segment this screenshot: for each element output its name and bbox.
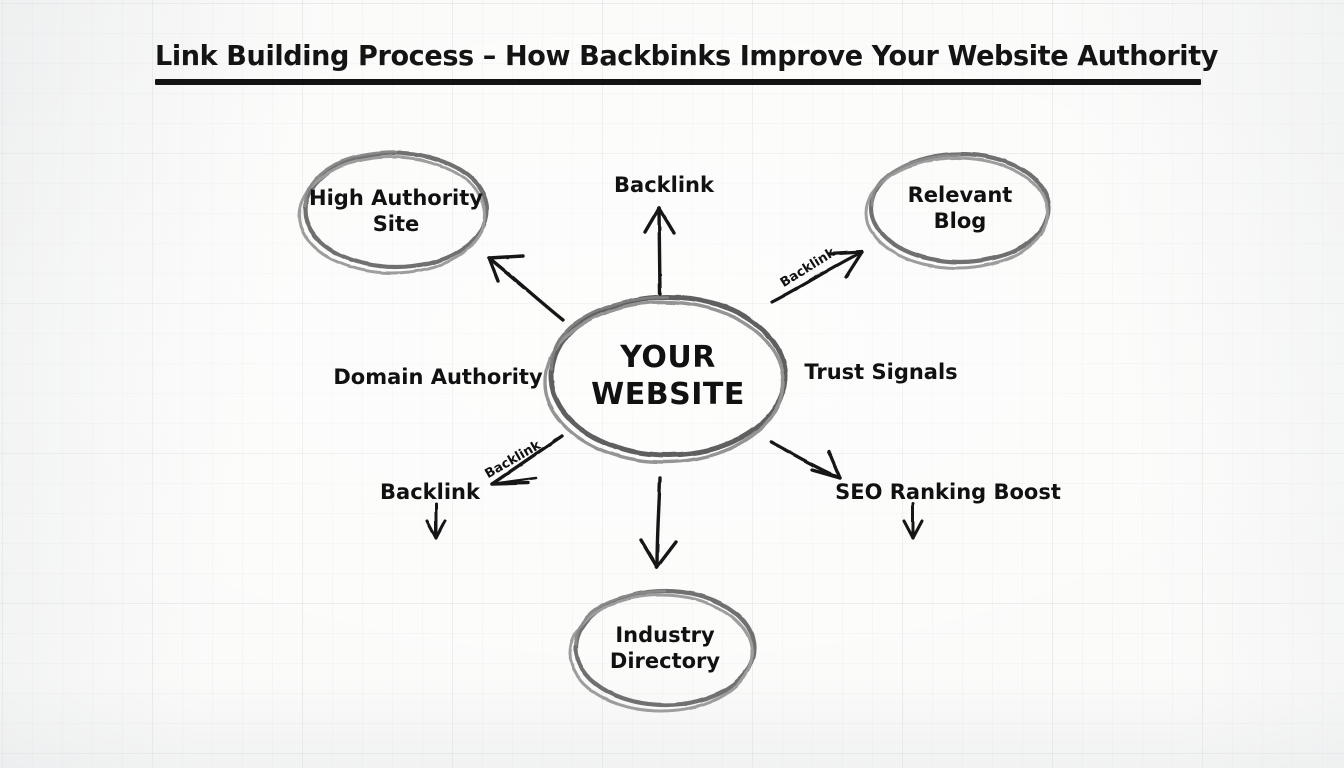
edge-to-seo-ranking-boost bbox=[769, 440, 842, 480]
edge-to-high-authority-site bbox=[487, 254, 565, 322]
edge-label-trust-signals: Trust Signals bbox=[804, 360, 958, 384]
small-arrow-below-seo-ranking-boost bbox=[902, 502, 924, 540]
edge-label-seo-ranking-boost: SEO Ranking Boost bbox=[835, 480, 1061, 504]
title-underline-rule bbox=[155, 79, 1201, 85]
node-hit-relevant-blog[interactable] bbox=[870, 153, 1050, 263]
node-hit-your-website[interactable] bbox=[550, 297, 786, 457]
edge-label-backlink-top: Backlink bbox=[614, 173, 714, 197]
node-relevant-blog[interactable] bbox=[864, 151, 1052, 270]
edge-backlink-up bbox=[643, 206, 676, 296]
node-hit-high-authority-site[interactable] bbox=[304, 152, 488, 268]
edge-label-backlink-left: Backlink bbox=[380, 480, 480, 504]
page-title-block: Link Building Process – How Backbinks Im… bbox=[155, 40, 1219, 85]
edge-backlink-down-left bbox=[490, 434, 564, 486]
edge-to-industry-directory bbox=[639, 476, 678, 569]
node-high-authority-site[interactable] bbox=[297, 150, 490, 275]
small-arrow-below-backlink-left bbox=[425, 502, 447, 540]
edge-label-domain-authority: Domain Authority bbox=[333, 365, 543, 389]
edge-to-relevant-blog bbox=[770, 250, 864, 304]
node-hit-industry-directory[interactable] bbox=[575, 591, 755, 707]
page-title: Link Building Process – How Backbinks Im… bbox=[155, 40, 1219, 72]
node-industry-directory[interactable] bbox=[568, 588, 757, 713]
node-your-website[interactable] bbox=[543, 294, 788, 464]
